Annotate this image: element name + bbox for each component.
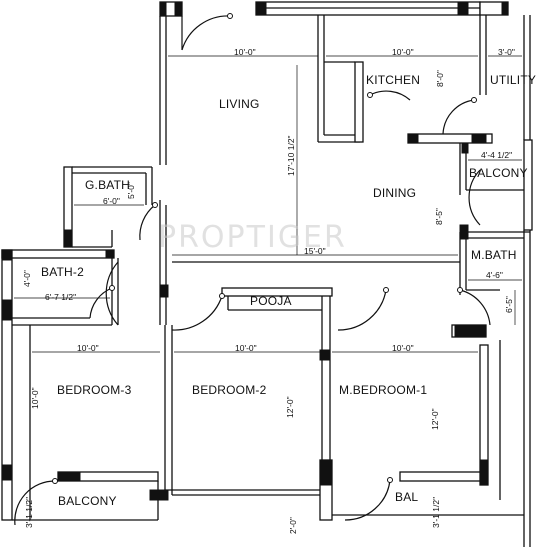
dim-bal-depth: 3'-1 1/2" [431, 496, 441, 528]
dim-m-bath-depth: 6'-5" [504, 296, 514, 313]
pier-top-mid [255, 1, 267, 16]
dim-bottom-gap: 2'-0" [288, 517, 298, 534]
door-swing-gbath [139, 204, 156, 241]
pier-mbath-lower [454, 324, 486, 338]
dim-kitchen-width: 10'-0" [392, 47, 414, 57]
room-label-m-bath: M.BATH [471, 248, 517, 262]
room-label-m-bedroom-1: M.BEDROOM-1 [339, 383, 428, 397]
dim-bath2-depth: 4'-0" [22, 270, 32, 287]
door-swing-bath2 [89, 287, 113, 319]
dim-m-bedroom1-width: 10'-0" [392, 343, 414, 353]
pier-bedroom2-right [319, 349, 331, 361]
dim-g-bath-width: 6'-0" [103, 196, 120, 206]
dim-bath2-width: 6'-7 1/2" [45, 292, 77, 302]
room-label-dining: DINING [373, 186, 417, 200]
dim-bedroom3-depth: 10'-0" [30, 387, 40, 409]
pier-kitchen-right [471, 133, 487, 144]
dim-dining-width: 15'-0" [304, 246, 326, 256]
room-label-balcony-bottom: BALCONY [58, 494, 117, 508]
door-swing-bedroom2 [171, 295, 223, 331]
pier-left-mid [1, 299, 13, 321]
door-swing-utility [442, 99, 475, 135]
pier-gbath [63, 229, 73, 248]
wall-kitchen-stub [354, 61, 364, 143]
pier-top-left-2 [174, 1, 182, 17]
dim-dining-depth: 8'-5" [434, 208, 444, 225]
room-label-living: LIVING [219, 97, 260, 111]
dim-balcony-top-width: 4'-4 1/2" [481, 150, 513, 160]
wall-bal-top [399, 471, 481, 482]
dim-bedroom3-width: 10'-0" [77, 343, 99, 353]
dim-m-bedroom1-depth: 12'-0" [430, 408, 440, 430]
dim-living-length: 17'-10 1/2" [286, 135, 296, 176]
room-label-g-bath: G.BATH [85, 178, 130, 192]
room-label-utility: UTILITY [490, 73, 537, 87]
pier-top-right [457, 1, 469, 16]
room-label-bath-2: BATH-2 [41, 265, 84, 279]
door-swing-balcony-bottom [14, 480, 56, 526]
door-swing-bal [344, 479, 391, 521]
pier-mbath [459, 224, 469, 240]
pier-bedroom2-bottom [149, 489, 169, 501]
door-swing-balcony [468, 169, 481, 226]
dim-bedroom2-depth: 12'-0" [285, 396, 295, 418]
pier-bath2 [105, 249, 115, 259]
pier-balcony-top [461, 142, 469, 154]
door-swing-entry [181, 15, 231, 51]
dim-g-bath-depth: 5'-0" [126, 182, 136, 199]
pier-balcony [57, 471, 81, 482]
pier-kitchen [407, 133, 419, 144]
pier-top-utility [501, 1, 509, 16]
pier-bal-left [319, 459, 333, 486]
wall-bath2-top [1, 249, 115, 259]
dim-bedroom2-width: 10'-0" [235, 343, 257, 353]
room-label-kitchen: KITCHEN [366, 73, 421, 87]
pier-top-left [159, 1, 167, 17]
room-label-balcony-top: BALCONY [469, 166, 528, 180]
room-label-bedroom-2: BEDROOM-2 [192, 383, 267, 397]
room-label-pooja: POOJA [250, 294, 292, 308]
door-swing-bath2-living [105, 261, 119, 326]
room-label-bedroom-3: BEDROOM-3 [57, 383, 132, 397]
pier-mbedroom-window [479, 459, 489, 486]
dim-utility-width: 3'-0" [498, 47, 515, 57]
dim-kitchen-depth: 8'-0" [435, 70, 445, 87]
wall-right-mid [523, 139, 533, 231]
door-swing-mbedroom [337, 289, 387, 331]
watermark: PROPTIGER [158, 220, 347, 255]
door-swing-kitchen [369, 90, 411, 101]
door-swing-mbath [459, 289, 491, 326]
pier-bath2-corner [1, 249, 13, 261]
wall-pooja-top [221, 287, 333, 297]
room-label-bal: BAL [395, 490, 419, 504]
pier-pooja-left [159, 284, 169, 298]
dim-balcony-bottom-depth: 3'-1 1/2" [24, 496, 34, 528]
dim-m-bath-width: 4'-6" [486, 270, 503, 280]
pier-left-bottom [1, 464, 13, 481]
dim-living-width: 10'-0" [234, 47, 256, 57]
